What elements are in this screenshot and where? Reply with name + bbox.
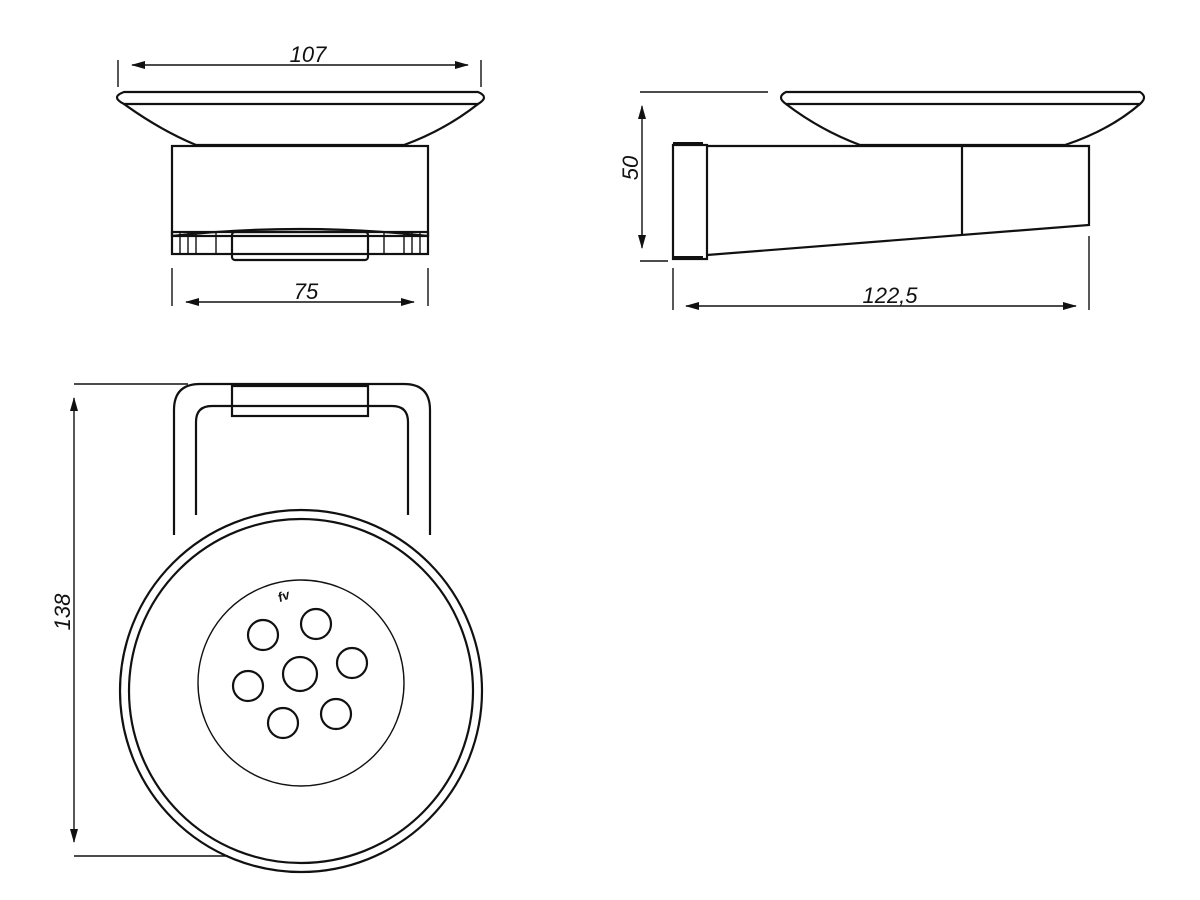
- side-view: 50 122,5: [618, 90, 1146, 310]
- wall-flange: [671, 143, 709, 261]
- dimension-label-75: 75: [294, 279, 319, 304]
- holder-body: [170, 144, 430, 238]
- arm-body: [706, 144, 1091, 257]
- drain-hole: [281, 655, 319, 693]
- wall-mount-plate: [230, 230, 370, 262]
- dish-outer: [118, 508, 484, 874]
- brand-logo: fv: [276, 587, 293, 605]
- drain-hole: [231, 669, 265, 703]
- dimension-label-138: 138: [50, 593, 75, 630]
- dish-bowl: [123, 103, 479, 147]
- drain-plate: [197, 579, 405, 787]
- drain-hole: [246, 618, 280, 652]
- bracket-inner: [194, 404, 410, 515]
- drain-holes: [231, 607, 369, 740]
- drain-hole: [319, 697, 353, 731]
- drain-hole: [335, 646, 369, 680]
- dish-rim-side: [779, 90, 1146, 106]
- dimension-label-107: 107: [290, 42, 327, 67]
- mount-cap: [230, 384, 370, 418]
- front-view: 107 75: [115, 42, 486, 306]
- drain-hole: [299, 607, 333, 641]
- dish-inner: [127, 517, 475, 865]
- bracket-outer: [172, 382, 432, 535]
- top-view: 138 fv: [50, 382, 484, 874]
- dimension-label-50: 50: [618, 155, 643, 180]
- dimension-label-122-5: 122,5: [862, 283, 918, 308]
- dish-rim: [115, 90, 486, 106]
- drain-hole: [266, 706, 300, 740]
